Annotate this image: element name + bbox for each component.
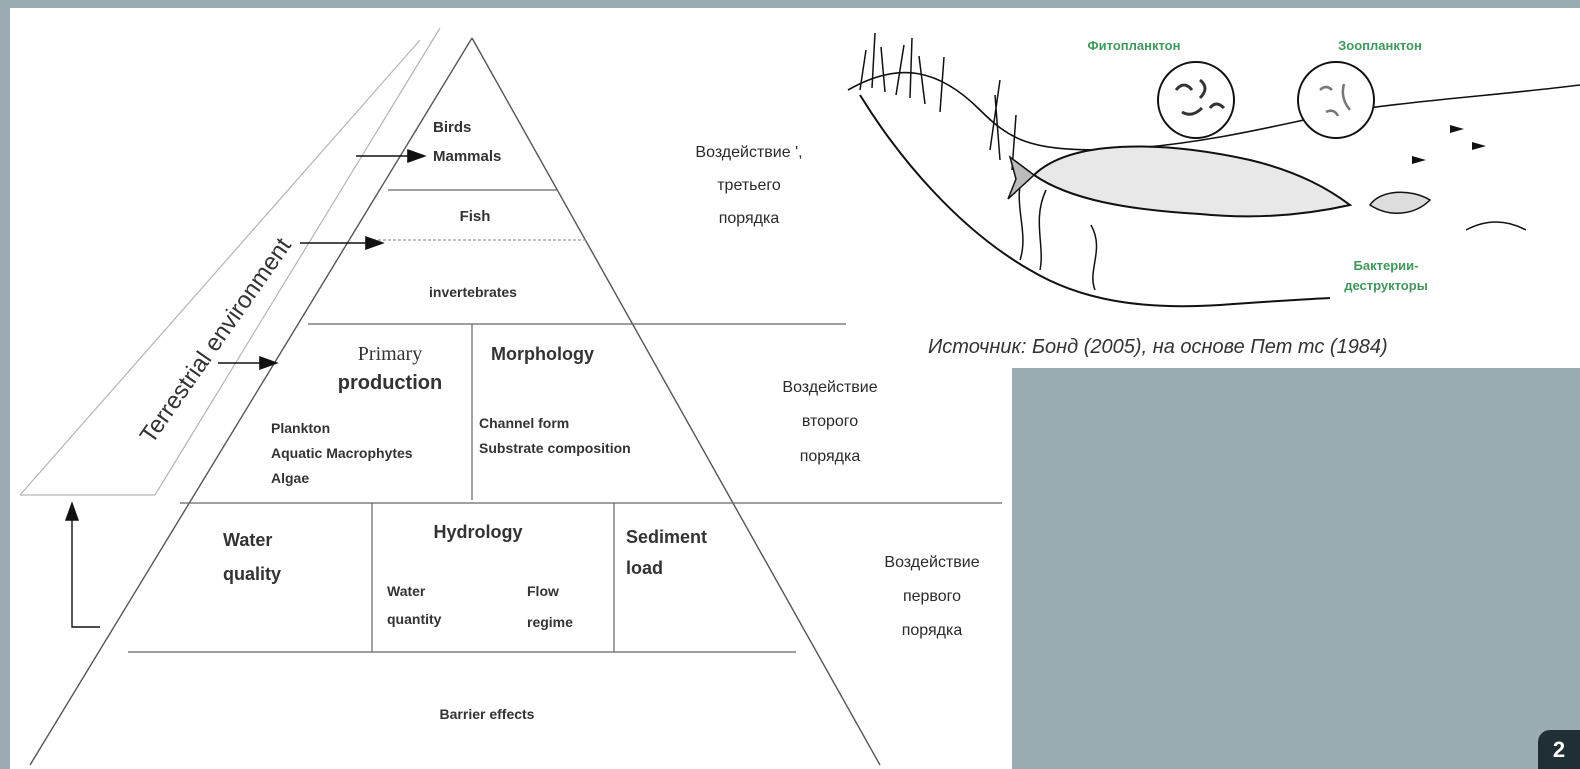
- hydrology-label: Hydrology: [433, 522, 522, 542]
- flow-regime-label-2: regime: [527, 614, 573, 630]
- first-order-impact: Воздействие первого порядка: [884, 554, 979, 639]
- third-order-impact: Воздействие ', третьего порядка: [695, 144, 802, 227]
- substrate-label: Substrate composition: [479, 440, 631, 456]
- algae-label: Algae: [271, 470, 309, 486]
- phytoplankton-circle-icon: [1158, 62, 1234, 138]
- first-order-line-3: порядка: [902, 622, 963, 639]
- water-quantity-label-1: Water: [387, 583, 426, 599]
- channel-form-label: Channel form: [479, 415, 569, 431]
- birds-label: Birds: [433, 119, 471, 136]
- first-order-line-2: первого: [903, 588, 961, 605]
- second-order-impact: Воздействие второго порядка: [782, 379, 877, 465]
- water-quantity-label-2: quantity: [387, 611, 442, 627]
- small-fish-school-icon: [1412, 125, 1486, 164]
- third-order-line-2: третьего: [717, 177, 781, 194]
- zooplankton-circle-icon: [1298, 62, 1374, 138]
- third-order-line-1: Воздействие ',: [695, 144, 802, 161]
- bacteria-label-1: Бактерии-: [1354, 258, 1419, 273]
- terrestrial-band: [20, 28, 440, 495]
- first-order-line-1: Воздействие: [884, 554, 979, 571]
- bacteria-label-2: деструкторы: [1344, 278, 1428, 293]
- sediment-label: Sediment: [626, 527, 707, 547]
- ecosystem-illustration: Фитопланктон Зоопланктон Бактерии- дестр…: [848, 33, 1580, 306]
- flow-regime-label-1: Flow: [527, 583, 559, 599]
- slide-number-badge: 2: [1538, 730, 1580, 769]
- morphology-label: Morphology: [491, 344, 594, 364]
- water-label: Water: [223, 530, 272, 550]
- load-label: load: [626, 558, 663, 578]
- third-order-line-3: порядка: [719, 210, 780, 227]
- source-caption: Источник: Бонд (2005), на основе Пет тс …: [928, 336, 1578, 359]
- arrow-up-icon: [72, 504, 100, 627]
- quality-label: quality: [223, 564, 281, 584]
- plankton-label: Plankton: [271, 420, 330, 436]
- production-label: production: [338, 372, 442, 394]
- terrestrial-label: Terrestrial environment: [135, 233, 297, 449]
- second-order-line-1: Воздействие: [782, 379, 877, 396]
- macrophytes-label: Aquatic Macrophytes: [271, 445, 413, 461]
- pike-fish-icon: [1008, 146, 1350, 216]
- second-order-line-3: порядка: [800, 448, 861, 465]
- fish-label: Fish: [460, 208, 491, 225]
- primary-label: Primary: [358, 343, 422, 365]
- barrier-effects-label: Barrier effects: [440, 706, 535, 722]
- phytoplankton-label: Фитопланктон: [1088, 38, 1181, 53]
- mammals-label: Mammals: [433, 148, 501, 165]
- ripple-icon: [1466, 222, 1526, 230]
- zooplankton-label: Зоопланктон: [1338, 38, 1422, 53]
- invertebrates-label: invertebrates: [429, 284, 517, 300]
- small-fish-icon: [1370, 192, 1430, 213]
- second-order-line-2: второго: [802, 413, 858, 430]
